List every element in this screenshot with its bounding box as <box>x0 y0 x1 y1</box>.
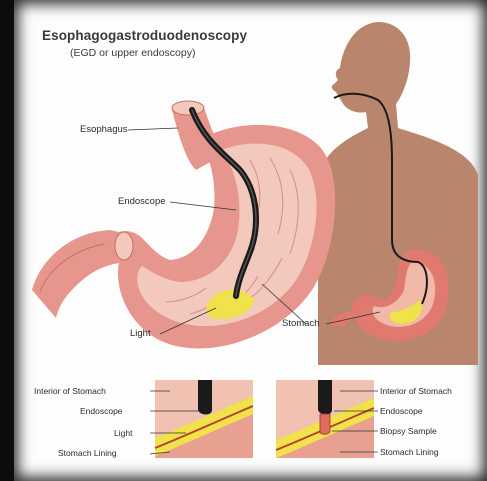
inset-right-label-lining: Stomach Lining <box>380 447 439 457</box>
diagram-title: Esophagogastroduodenoscopy <box>42 28 247 43</box>
inset-right-label-endoscope: Endoscope <box>380 406 423 416</box>
inset-left-label-lining: Stomach Lining <box>58 448 117 458</box>
label-light: Light <box>130 328 151 339</box>
inset-left-label-light: Light <box>114 428 132 438</box>
label-stomach: Stomach <box>282 318 320 329</box>
human-body-silhouette <box>318 22 478 365</box>
inset-left-label-endoscope: Endoscope <box>80 406 123 416</box>
inset-right-illustration <box>276 380 378 458</box>
label-endoscope: Endoscope <box>118 196 166 207</box>
inset-left-label-interior: Interior of Stomach <box>34 386 106 396</box>
stomach-cross-section <box>32 101 335 348</box>
inset-right-label-interior: Interior of Stomach <box>380 386 452 396</box>
diagram-subtitle: (EGD or upper endoscopy) <box>70 47 195 59</box>
inset-right-label-biopsy: Biopsy Sample <box>380 426 437 436</box>
label-esophagus: Esophagus <box>80 124 128 135</box>
inset-left-illustration <box>150 380 253 458</box>
